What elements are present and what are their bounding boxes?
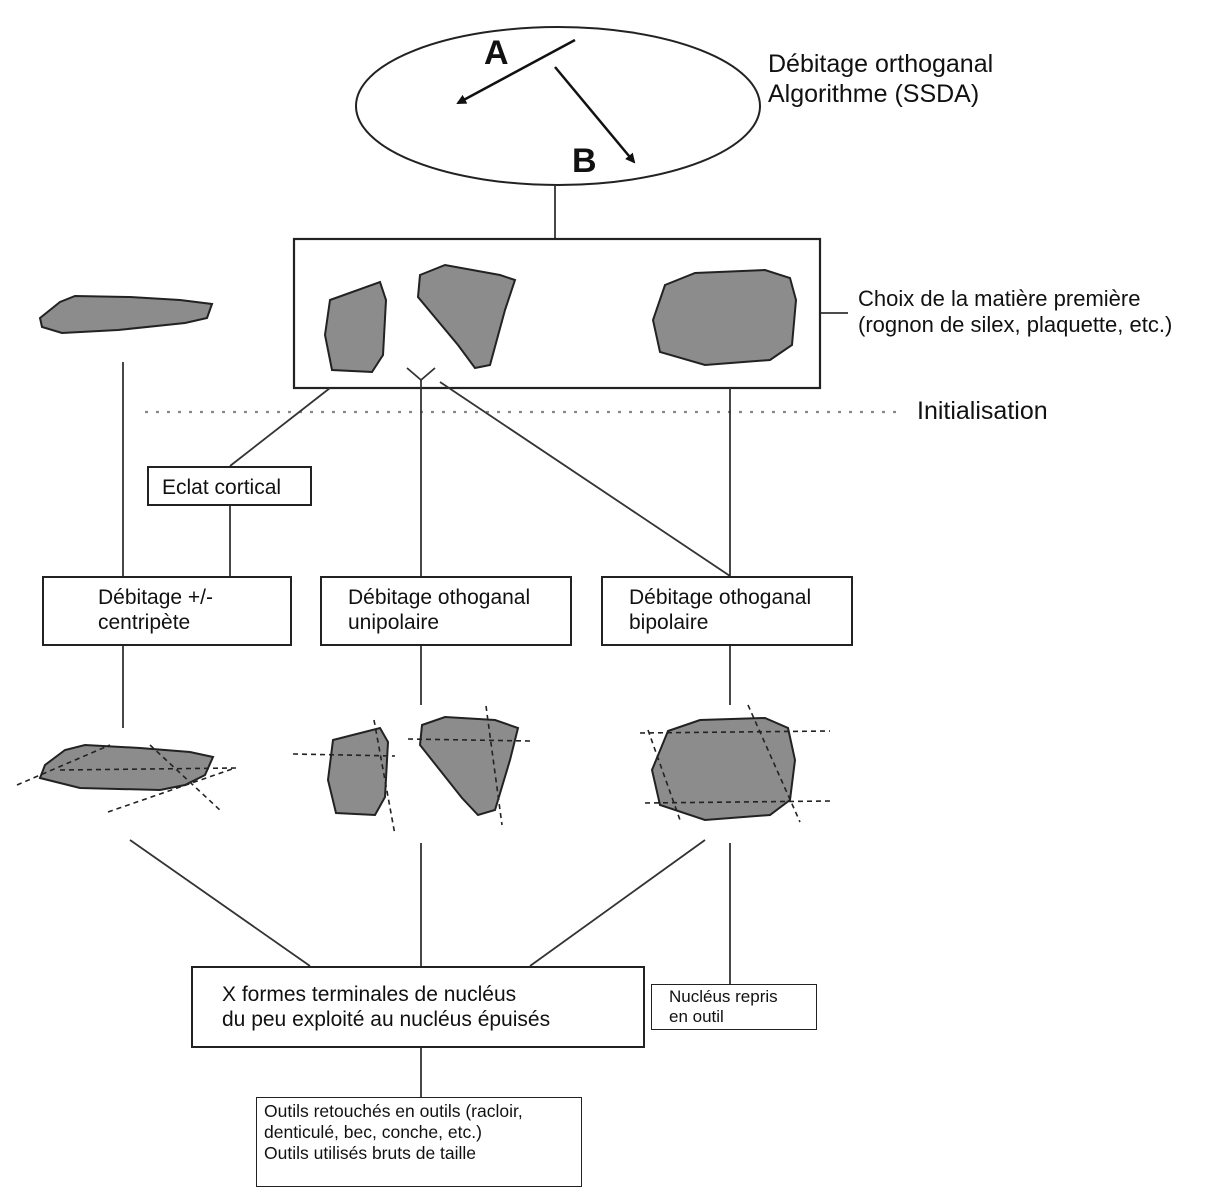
arrow-a bbox=[456, 38, 576, 105]
repris-box: Nucléus repris en outil bbox=[651, 984, 817, 1030]
scar-line bbox=[407, 738, 531, 742]
stone-small-block bbox=[323, 280, 388, 374]
tools-line3: Outils utilisés bruts de taille bbox=[264, 1143, 477, 1163]
arrow-b bbox=[554, 66, 636, 164]
connector-bipolaire-terminal bbox=[529, 839, 706, 967]
letter-b: B bbox=[572, 142, 597, 180]
tools-line2: denticulé, bec, conche, etc.) bbox=[264, 1122, 482, 1142]
eclat-cortical-box: Eclat cortical bbox=[147, 466, 312, 506]
scar-line bbox=[644, 800, 831, 804]
scar-line bbox=[647, 729, 681, 821]
scar-line bbox=[485, 705, 503, 826]
method-box-bipolaire: Débitage othoganal bipolaire bbox=[601, 576, 853, 646]
algorithm-ellipse bbox=[355, 26, 761, 186]
stone-bipolaire bbox=[650, 716, 797, 822]
raw-material-line1: Choix de la matière première bbox=[858, 286, 1141, 311]
scar-line bbox=[292, 753, 396, 757]
scar-line bbox=[747, 704, 801, 823]
stone-unipolaire-block bbox=[326, 726, 390, 817]
method-label-centripete: Débitage +/- centripète bbox=[98, 585, 213, 635]
terminal-line1: X formes terminales de nucléus bbox=[222, 983, 517, 1006]
stone-centripete bbox=[38, 743, 215, 792]
stone-plaquette bbox=[38, 294, 214, 335]
method-box-unipolaire: Débitage othoganal unipolaire bbox=[320, 576, 572, 646]
scar-line bbox=[373, 719, 396, 836]
method-label-bipolaire: Débitage othoganal bipolaire bbox=[629, 585, 811, 635]
scar-line bbox=[59, 767, 237, 771]
stone-large-block bbox=[651, 268, 798, 367]
scar-line bbox=[639, 730, 831, 734]
repris-label: Nucléus repris en outil bbox=[669, 987, 778, 1028]
method-unipolaire-line2: unipolaire bbox=[348, 611, 440, 635]
method-box-centripete: Débitage +/- centripète bbox=[42, 576, 292, 646]
method-bipolaire-line2: bipolaire bbox=[629, 611, 709, 635]
repris-line1: Nucléus repris bbox=[669, 987, 778, 1006]
algorithm-title-line1: Débitage orthoganal bbox=[768, 50, 994, 78]
algorithm-title-line2: Algorithme (SSDA) bbox=[768, 80, 980, 108]
stone-unipolaire-triangle bbox=[418, 715, 520, 817]
method-bipolaire-line1: Débitage othoganal bbox=[629, 586, 812, 609]
method-unipolaire-line1: Débitage othoganal bbox=[348, 586, 531, 609]
scar-line bbox=[149, 744, 223, 813]
connector-box-bipolaire-diag bbox=[439, 381, 731, 577]
eclat-cortical-label: Eclat cortical bbox=[162, 476, 282, 499]
terminal-label: X formes terminales de nucléus du peu ex… bbox=[222, 982, 550, 1032]
terminal-box: X formes terminales de nucléus du peu ex… bbox=[191, 966, 645, 1048]
method-centripete-line2: centripète bbox=[98, 611, 191, 635]
scar-line bbox=[16, 744, 111, 786]
connector-box-eclat bbox=[229, 387, 331, 467]
initialisation-label: Initialisation bbox=[917, 397, 1048, 425]
raw-material-line2: (rognon de silex, plaquette, etc.) bbox=[858, 312, 1173, 338]
raw-material-label: Choix de la matière première (rognon de … bbox=[858, 286, 1172, 339]
tools-box: Outils retouchés en outils (racloir, den… bbox=[256, 1097, 582, 1187]
tools-line1: Outils retouchés en outils (racloir, bbox=[264, 1101, 523, 1121]
algorithm-title: Débitage orthoganal Algorithme (SSDA) bbox=[768, 49, 993, 109]
terminal-line2: du peu exploité au nucléus épuisés bbox=[222, 1008, 551, 1032]
repris-line2: en outil bbox=[669, 1007, 724, 1027]
tools-label: Outils retouchés en outils (racloir, den… bbox=[264, 1101, 523, 1164]
letter-a: A bbox=[484, 34, 509, 72]
method-centripete-line1: Débitage +/- bbox=[98, 586, 213, 609]
stone-triangle bbox=[416, 263, 517, 370]
connector-centripete-terminal bbox=[129, 839, 311, 967]
method-label-unipolaire: Débitage othoganal unipolaire bbox=[348, 585, 530, 635]
scar-line bbox=[107, 767, 236, 813]
